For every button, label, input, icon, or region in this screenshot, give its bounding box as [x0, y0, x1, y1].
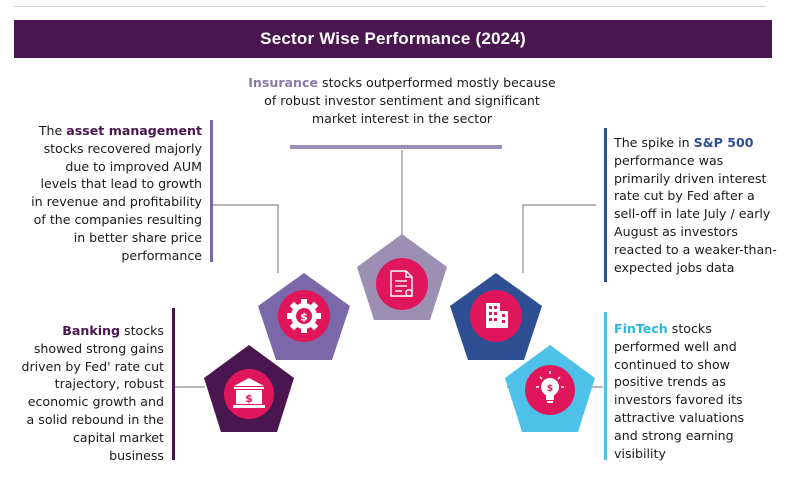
sp500-line: expected jobs data [614, 259, 735, 275]
fintech-keyword: FinTech [614, 321, 668, 336]
sp500-line: rate cut by Fed after a [614, 188, 755, 204]
office-building-icon [486, 303, 508, 328]
fintech-line: visibility [614, 445, 666, 461]
insurance-keyword: Insurance [248, 75, 319, 90]
asset-management-line: of the companies resulting [33, 211, 202, 227]
sp500-connector [522, 204, 596, 273]
document-checklist-icon [390, 270, 413, 297]
insurance-line: stocks outperformed mostly because [318, 75, 556, 90]
banking-line: driven by Fed' rate cut [21, 358, 165, 374]
insurance-line: market interest in the sector [311, 110, 493, 126]
asset-management-line: The [38, 123, 67, 138]
svg-text:$: $ [300, 311, 308, 324]
banking-line: stocks [120, 323, 164, 338]
asset-management-description: The asset management stocks recovered ma… [14, 122, 202, 264]
asset-management-connector [212, 204, 279, 273]
fintech-line: and strong earning [614, 427, 734, 443]
asset-management-accent-bar [210, 120, 213, 262]
sp500-description: The spike in S&P 500 performance was pri… [614, 134, 794, 276]
sp500-accent-bar [604, 128, 607, 282]
insurance-icon-circle [376, 258, 428, 310]
fintech-line: attractive valuations [614, 409, 745, 425]
fintech-line: continued to show [614, 356, 730, 372]
sp500-keyword: S&P 500 [693, 135, 754, 150]
fintech-line: performed well and [614, 338, 737, 354]
banking-line: a solid rebound in the [26, 411, 164, 427]
banking-keyword: Banking [62, 323, 120, 338]
asset-management-line: in revenue and profitability [31, 194, 202, 210]
fintech-line: stocks [667, 321, 712, 336]
banking-pentagon: $ [204, 345, 294, 432]
insurance-line: of robust investor sentiment and signifi… [264, 92, 540, 108]
fintech-line: investors favored its [614, 392, 743, 408]
asset-management-line: in better share price [73, 229, 202, 245]
asset-management-line: performance [121, 247, 202, 263]
top-rule [14, 6, 766, 7]
svg-text:$: $ [547, 384, 553, 394]
sp500-line: primarily driven interest [614, 170, 767, 186]
sp500-pentagon [450, 273, 542, 360]
bank-dollar-icon: $ [233, 378, 265, 408]
gear-dollar-icon: $ [287, 299, 321, 333]
asset-management-keyword: asset management [66, 123, 202, 138]
asset-management-line: stocks recovered majorly [43, 140, 202, 156]
insurance-underline-bar [290, 145, 502, 149]
fintech-accent-bar [604, 312, 607, 460]
lightbulb-dollar-icon: $ [536, 371, 564, 403]
sp500-line: The spike in [614, 135, 694, 150]
banking-line: business [109, 447, 164, 463]
svg-text:$: $ [245, 392, 253, 405]
sp500-line: reacted to a weaker-than- [614, 241, 777, 257]
asset-management-line: due to improved AUM [65, 158, 202, 174]
fintech-pentagon: $ [505, 345, 595, 432]
sp500-line: performance was [614, 152, 724, 168]
banking-description: Banking stocks showed strong gains drive… [14, 322, 165, 464]
banking-line: showed strong gains [33, 340, 164, 356]
asset-management-line: levels that lead to growth [40, 176, 202, 192]
banking-line: trajectory, robust [54, 376, 164, 392]
insurance-description: Insurance stocks outperformed mostly bec… [220, 74, 584, 127]
sp500-line: sell-off in late July / early [614, 206, 771, 222]
banking-line: economic growth and [27, 394, 164, 410]
banking-accent-bar [172, 308, 175, 460]
banking-line: capital market [73, 429, 164, 445]
asset-management-pentagon: $ [258, 273, 350, 360]
sp500-line: August as investors [614, 223, 738, 239]
fintech-line: positive trends as [614, 374, 726, 390]
page-title: Sector Wise Performance (2024) [14, 20, 772, 58]
insurance-pentagon [357, 234, 447, 320]
fintech-description: FinTech stocks performed well and contin… [614, 320, 794, 462]
